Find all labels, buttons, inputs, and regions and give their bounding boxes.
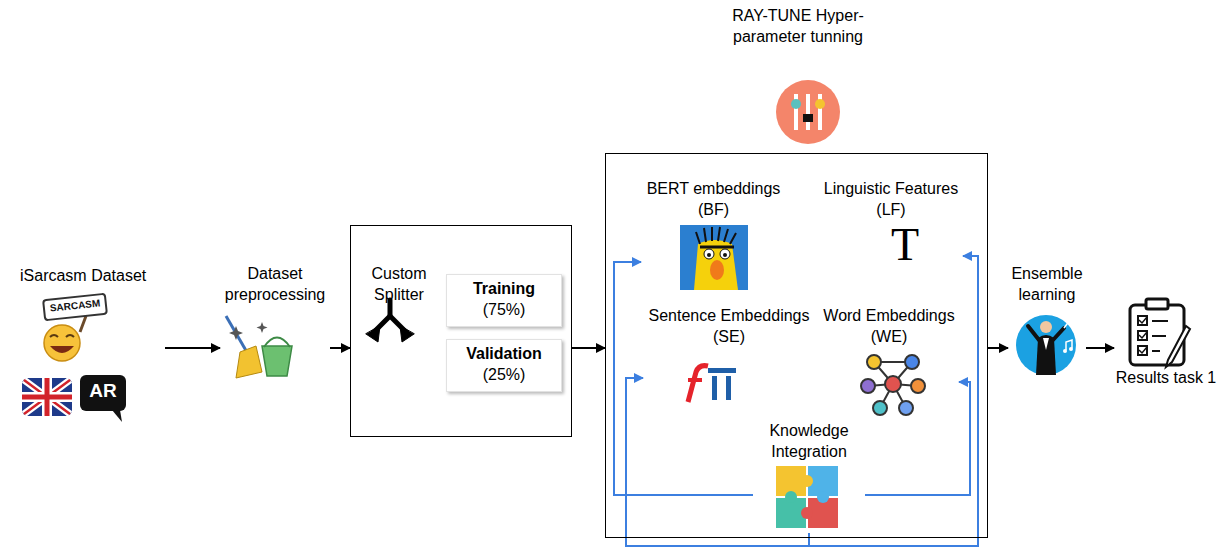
preprocess-node: Dataset preprocessing [220,264,330,379]
node-text: Dataset preprocessing [220,264,330,306]
node-text: Knowledge Integration [753,421,865,463]
node-text: (75%) [447,300,561,321]
arrow-connector [1086,347,1114,349]
node-text: Word Embeddings (WE) [819,306,959,348]
splitter-box: Custom SplitterTraining(75%)Validation(2… [350,225,572,437]
results-node: Results task 1 [1114,298,1218,398]
bert-icon [680,225,748,290]
sentence-node: Sentence Embeddings (SE) [643,306,815,406]
knowledge-node: Knowledge Integration [753,421,865,533]
language-badge: AR [80,380,126,403]
node-text: Ensemble learning [1008,264,1086,306]
arrow-connector [809,256,978,546]
features-box: RAY-TUNE Hyper-parameter tunningBERT emb… [605,153,988,538]
node-text: RAY-TUNE Hyper-parameter tunning [728,6,868,48]
sarcasm-emoji [43,294,107,361]
node-text: iSarcasm Dataset [20,266,165,287]
arrow-connector [165,347,220,349]
node-text: Custom Splitter [359,264,439,306]
validation-box: Validation(25%) [446,339,562,392]
cleaning-icon [226,316,292,378]
node-text: Results task 1 [1114,368,1218,389]
node-text: Sentence Embeddings (SE) [643,306,815,348]
fasttext-icon [688,366,736,402]
node-text: Validation [447,344,561,365]
language-bubble [80,375,126,422]
arrow-connector [865,382,970,495]
node-text: BERT embeddings (BF) [641,179,786,221]
conductor-icon [1016,315,1076,375]
word-graph-icon [861,355,925,415]
text-glyph: T [885,222,925,268]
dataset-node: iSarcasm Dataset [20,266,165,426]
arrow-connector [330,347,350,349]
sign-text: SARCASM [46,297,105,314]
training-box: Training(75%) [446,274,562,327]
split-icon [366,300,414,342]
node-text: (25%) [447,365,561,386]
clipboard-icon [1130,299,1190,367]
bert-node: BERT embeddings (BF) [641,179,786,294]
word-node: Word Embeddings (WE) [819,306,959,418]
arrow-connector [626,378,809,546]
node-text: Training [447,279,561,300]
puzzle-icon [776,466,838,528]
uk-flag [22,378,72,416]
node-text: Linguistic Features (LF) [819,179,963,221]
ensemble-node: Ensemble learning [1008,264,1086,380]
arrow-connector [988,347,1008,349]
ray-tune-icon [776,80,840,144]
arrow-connector [572,347,605,349]
